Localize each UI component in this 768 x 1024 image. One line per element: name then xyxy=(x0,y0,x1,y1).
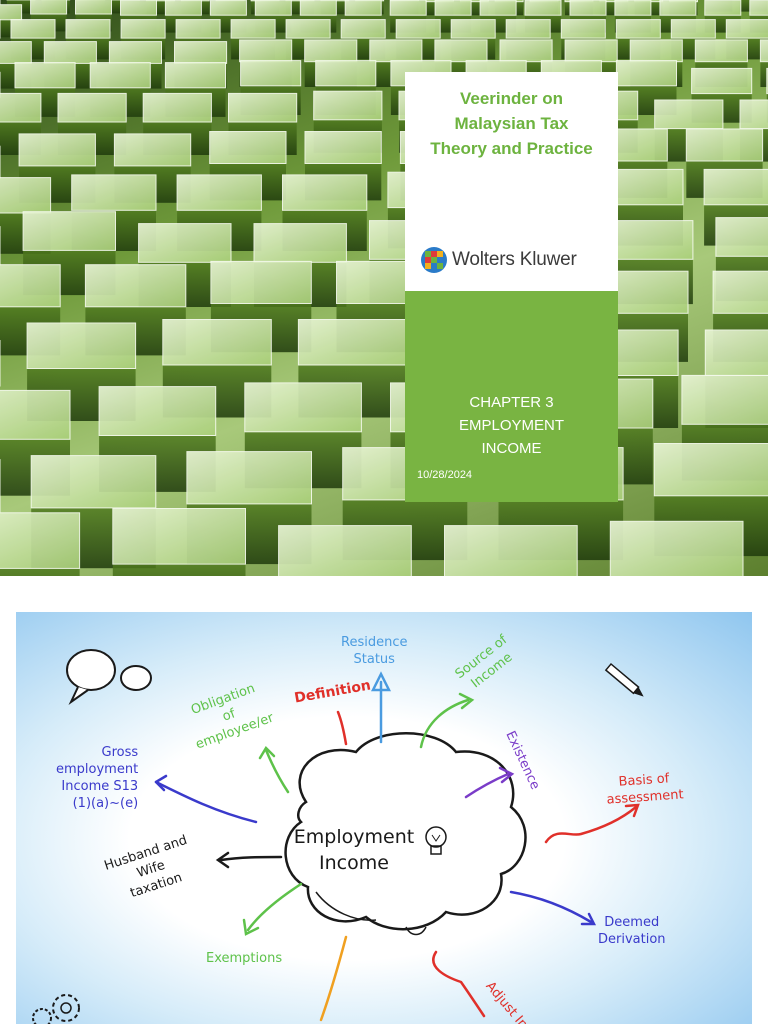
brain-outline xyxy=(284,732,527,931)
arrow-husband xyxy=(219,855,283,862)
chapter-title-line-2: INCOME xyxy=(481,440,542,457)
gears-icon xyxy=(32,994,80,1024)
label-gross-line-1: Gross xyxy=(101,745,139,760)
glass-cube xyxy=(112,508,246,576)
arrow-adjust xyxy=(432,950,486,1018)
arrow-definition xyxy=(336,710,348,746)
glass-cube xyxy=(609,520,744,576)
publisher-logo: Wolters Kluwer xyxy=(419,244,577,276)
publisher-name: Wolters Kluwer xyxy=(452,249,577,270)
glass-cube xyxy=(759,39,768,87)
arrow-obligation xyxy=(264,748,290,794)
label-gross-line-3: Income S13 xyxy=(61,779,139,794)
central-topic: Employment Income xyxy=(284,824,424,876)
label-deemed-line-2: Derivation xyxy=(598,932,666,947)
label-exemptions: Exemptions xyxy=(206,951,283,966)
label-deemed-derivation: Deemed Derivation xyxy=(598,914,666,948)
book-title-line-3: Theory and Practice xyxy=(430,139,593,158)
arrow-bottom xyxy=(319,935,348,1022)
chapter-title: CHAPTER 3 EMPLOYMENT INCOME xyxy=(405,391,618,460)
label-gross-employment-income: Gross employment Income S13 (1)(a)~(e) xyxy=(56,744,138,812)
book-title: Veerinder on Malaysian Tax Theory and Pr… xyxy=(413,86,610,161)
book-title-line-2: Malaysian Tax xyxy=(454,114,569,133)
light-bulb-icon xyxy=(425,826,447,855)
arrow-existence xyxy=(464,772,510,799)
label-gross-line-2: employment xyxy=(56,762,139,777)
arrow-source xyxy=(419,698,470,749)
arrow-basis xyxy=(544,805,638,844)
label-gross-line-4: (1)(a)~(e) xyxy=(72,796,139,811)
label-basis-of-assessment: Basis of assessment xyxy=(605,769,684,808)
mind-map-slide: Employment Income Residence Status Sourc… xyxy=(16,612,752,1024)
label-deemed-line-1: Deemed xyxy=(604,915,660,930)
central-topic-line-2: Income xyxy=(319,852,389,874)
wolters-kluwer-logo-icon xyxy=(421,247,447,273)
chapter-card: CHAPTER 3 EMPLOYMENT INCOME 10/28/2024 xyxy=(405,291,618,502)
label-residence-line-2: Status xyxy=(353,652,395,667)
glass-cube xyxy=(444,525,578,576)
chapter-number: CHAPTER 3 xyxy=(469,394,554,411)
glass-cube xyxy=(739,99,768,162)
arrow-exemptions xyxy=(246,882,303,932)
title-slide: Veerinder on Malaysian Tax Theory and Pr… xyxy=(0,0,768,576)
label-residence-status: Residence Status xyxy=(341,634,407,668)
book-title-line-1: Veerinder on xyxy=(460,89,563,108)
glass-cube xyxy=(0,512,81,576)
arrow-deemed xyxy=(509,890,593,924)
glass-cubes-background xyxy=(0,0,768,576)
chapter-title-line-1: EMPLOYMENT xyxy=(458,417,564,434)
label-residence-line-1: Residence xyxy=(341,635,408,650)
pencil-icon xyxy=(604,662,644,697)
arrow-gross xyxy=(154,780,258,824)
mind-map-drawing xyxy=(32,649,644,1024)
speech-bubbles-icon xyxy=(66,649,152,705)
title-card: Veerinder on Malaysian Tax Theory and Pr… xyxy=(405,72,618,291)
glass-cube xyxy=(278,525,412,576)
slide-date: 10/28/2024 xyxy=(417,469,473,481)
central-topic-line-1: Employment xyxy=(293,826,415,848)
